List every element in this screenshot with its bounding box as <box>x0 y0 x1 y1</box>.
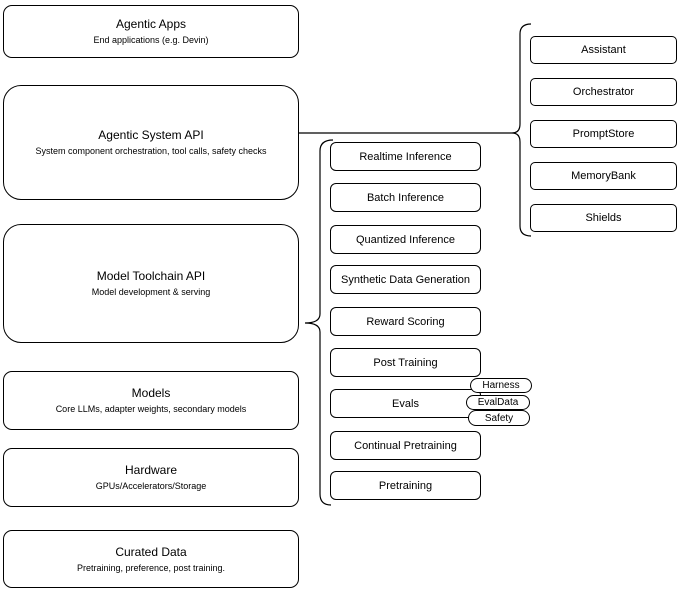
node-subtitle: Pretraining, preference, post training. <box>76 562 226 573</box>
node-title: Curated Data <box>115 544 187 559</box>
node-hardware: Hardware GPUs/Accelerators/Storage <box>3 448 299 507</box>
node-batch-inference: Batch Inference <box>330 183 481 212</box>
node-synthetic-data-generation: Synthetic Data Generation <box>330 265 481 294</box>
system-components-brace <box>511 23 532 237</box>
node-assistant: Assistant <box>530 36 677 64</box>
node-subtitle: Core LLMs, adapter weights, secondary mo… <box>55 404 247 414</box>
node-evals: Evals <box>330 389 481 418</box>
tag-evaldata: EvalData <box>466 395 530 410</box>
node-continual-pretraining: Continual Pretraining <box>330 431 481 460</box>
node-title: Agentic Apps <box>115 17 187 31</box>
node-orchestrator: Orchestrator <box>530 78 677 106</box>
node-pretraining: Pretraining <box>330 471 481 500</box>
node-model-toolchain-api: Model Toolchain API Model development & … <box>3 224 299 343</box>
node-shields: Shields <box>530 204 677 232</box>
node-subtitle: System component orchestration, tool cal… <box>35 146 267 156</box>
node-subtitle: Model development & serving <box>91 287 211 297</box>
toolchain-brace <box>304 139 334 506</box>
node-subtitle: GPUs/Accelerators/Storage <box>95 481 207 491</box>
node-agentic-apps: Agentic Apps End applications (e.g. Devi… <box>3 5 299 58</box>
node-reward-scoring: Reward Scoring <box>330 307 481 336</box>
node-title: Agentic System API <box>98 128 204 142</box>
node-promptstore: PromptStore <box>530 120 677 148</box>
node-quantized-inference: Quantized Inference <box>330 225 481 254</box>
node-models: Models Core LLMs, adapter weights, secon… <box>3 371 299 430</box>
tag-harness: Harness <box>470 378 532 393</box>
node-memorybank: MemoryBank <box>530 162 677 190</box>
node-post-training: Post Training <box>330 348 481 377</box>
node-curated-data: Curated Data Pretraining, preference, po… <box>3 530 299 588</box>
tag-safety: Safety <box>468 410 530 426</box>
node-agentic-system-api: Agentic System API System component orch… <box>3 85 299 200</box>
node-title: Models <box>131 386 171 400</box>
node-subtitle: End applications (e.g. Devin) <box>93 35 209 45</box>
node-title: Model Toolchain API <box>96 269 206 283</box>
node-realtime-inference: Realtime Inference <box>330 142 481 171</box>
node-title: Hardware <box>124 463 178 477</box>
